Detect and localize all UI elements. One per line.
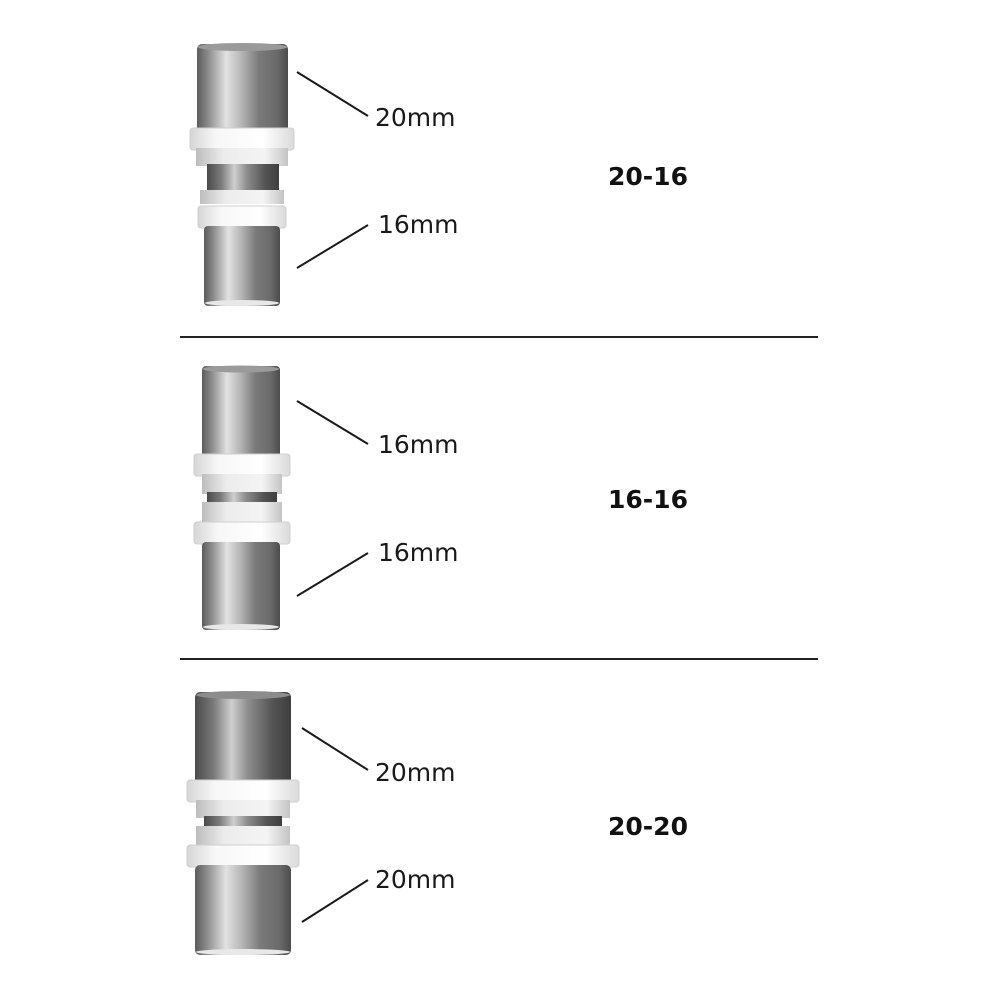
fitting-section-20-16: 20mm 16mm 20-16 <box>189 43 688 306</box>
leader-line-top <box>296 400 369 445</box>
top-size-label: 20mm <box>375 103 456 132</box>
fitting-20-16-image <box>189 43 295 306</box>
top-size-label: 16mm <box>378 430 459 459</box>
fitting-code-label: 20-16 <box>608 162 688 191</box>
fitting-code-label: 16-16 <box>608 485 688 514</box>
top-size-label: 20mm <box>375 758 456 787</box>
fitting-section-16-16: 16mm 16mm 16-16 <box>193 365 688 630</box>
bottom-size-label: 20mm <box>375 865 456 894</box>
fitting-section-20-20: 20mm 20mm 20-20 <box>186 691 688 955</box>
bottom-size-label: 16mm <box>378 538 459 567</box>
leader-line-top <box>301 727 369 771</box>
fitting-code-label: 20-20 <box>608 812 688 841</box>
leader-line-bottom <box>296 552 369 597</box>
leader-line-top <box>296 71 369 117</box>
fitting-16-16-image <box>193 365 291 630</box>
bottom-size-label: 16mm <box>378 210 459 239</box>
fitting-20-20-image <box>186 691 300 955</box>
leader-line-bottom <box>296 224 369 269</box>
leader-line-bottom <box>301 879 369 923</box>
